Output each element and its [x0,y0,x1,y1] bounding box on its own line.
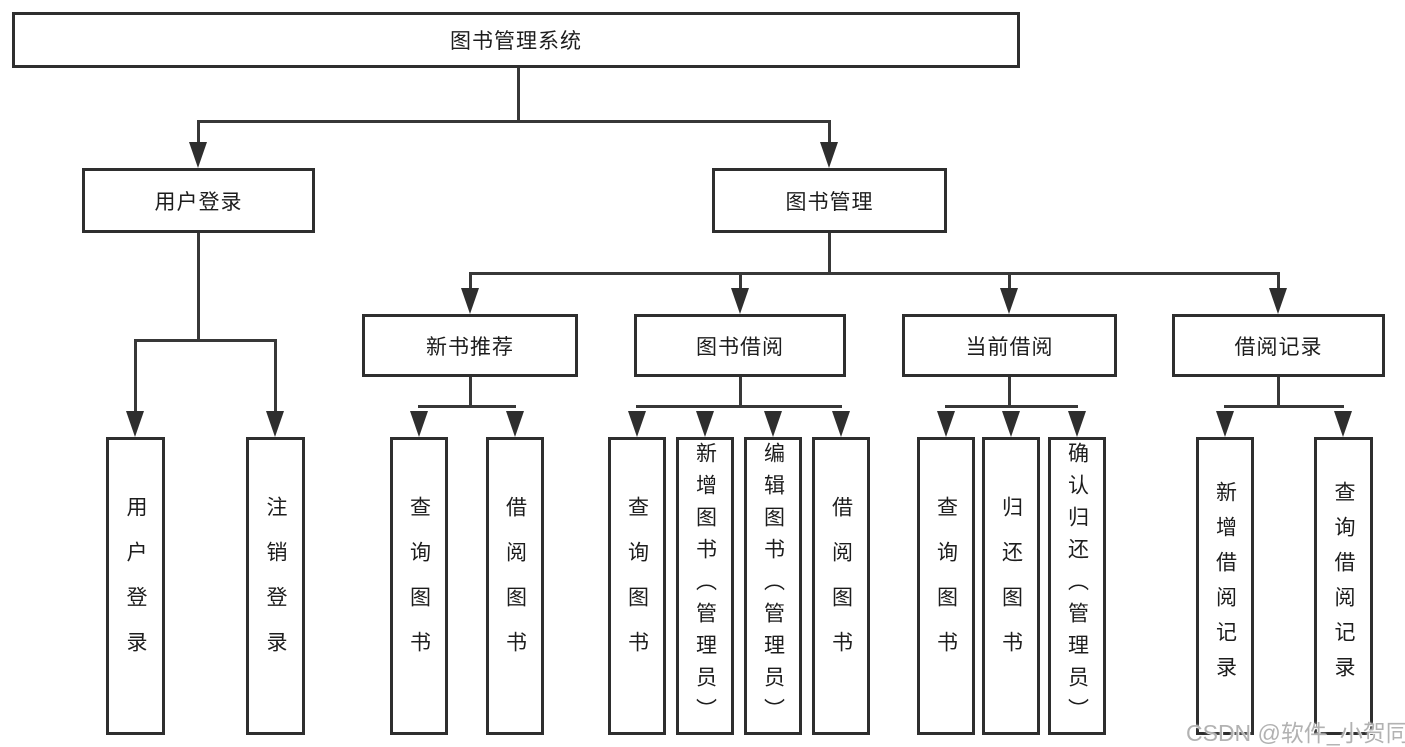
arrowhead-icon [506,411,524,437]
leaf-label: 查询图书 [625,496,649,676]
arrowhead-icon [696,411,714,437]
node-label: 用户登录 [154,190,243,214]
leaf-label: 查询图书 [407,496,431,676]
node-book-management: 图书管理 [712,168,947,233]
leaf-current-return-books: 归还图书 [982,437,1040,735]
arrowhead-icon [1068,411,1086,437]
leaf-recommend-borrow-books: 借阅图书 [486,437,544,735]
arrowhead-icon [410,411,428,437]
leaf-label: 编辑图书（管理员） [761,442,785,730]
connector-stem [1008,377,1011,408]
arrowhead-icon [820,142,838,168]
arrowhead-icon [628,411,646,437]
leaf-borrow-add-books-admin: 新增图书（管理员） [676,437,734,735]
leaf-records-add-record: 新增借阅记录 [1196,437,1254,735]
connector-stem [469,377,472,408]
connector-split [1224,405,1344,408]
leaf-recommend-query-books: 查询图书 [390,437,448,735]
connector-split [197,120,831,123]
leaf-label: 确认归还（管理员） [1065,442,1089,730]
leaf-label: 查询图书 [934,496,958,676]
node-root-library-system: 图书管理系统 [12,12,1020,68]
leaf-borrow-edit-books-admin: 编辑图书（管理员） [744,437,802,735]
arrowhead-icon [1269,288,1287,314]
arrow-shaft [469,272,472,292]
node-current-borrow: 当前借阅 [902,314,1117,377]
connector-stem [517,68,520,123]
node-label: 图书管理系统 [450,30,582,53]
leaf-label: 借阅图书 [829,496,853,676]
arrow-shaft [1008,272,1011,292]
arrowhead-icon [937,411,955,437]
node-label: 图书管理 [785,190,874,214]
leaf-label: 查询借阅记录 [1332,481,1355,691]
arrow-shaft [274,339,277,417]
connector-split [418,405,516,408]
node-borrow-records: 借阅记录 [1172,314,1385,377]
arrowhead-icon [126,411,144,437]
arrowhead-icon [461,288,479,314]
node-label: 借阅记录 [1234,335,1323,359]
arrow-shaft [197,120,200,150]
leaf-records-query-record: 查询借阅记录 [1314,437,1373,735]
leaf-borrow-query-books: 查询图书 [608,437,666,735]
connector-stem [739,377,742,408]
leaf-label: 新增图书（管理员） [693,442,717,730]
arrowhead-icon [266,411,284,437]
arrowhead-icon [1002,411,1020,437]
leaf-current-query-books: 查询图书 [917,437,975,735]
connector-stem [1277,377,1280,408]
leaf-label: 用户登录 [124,496,147,676]
connector-stem [197,233,200,342]
arrowhead-icon [1216,411,1234,437]
arrowhead-icon [764,411,782,437]
arrow-shaft [134,339,137,417]
connector-split [636,405,842,408]
arrow-shaft [739,272,742,292]
connector-split [945,405,1078,408]
node-label: 图书借阅 [696,335,784,359]
leaf-label: 归还图书 [999,496,1023,676]
arrowhead-icon [832,411,850,437]
leaf-label: 借阅图书 [503,496,527,676]
node-label: 当前借阅 [965,335,1054,359]
connector-stem [828,233,831,275]
connector-split [134,339,277,342]
node-user-login: 用户登录 [82,168,315,233]
leaf-user-login: 用户登录 [106,437,165,735]
arrowhead-icon [731,288,749,314]
arrowhead-icon [189,142,207,168]
connector-split [469,272,1279,275]
arrow-shaft [1277,272,1280,292]
leaf-label: 新增借阅记录 [1213,481,1237,691]
leaf-current-confirm-return-admin: 确认归还（管理员） [1048,437,1106,735]
leaf-label: 注销登录 [264,496,287,676]
arrowhead-icon [1000,288,1018,314]
leaf-borrow-borrow-books: 借阅图书 [812,437,870,735]
arrow-shaft [828,120,831,150]
node-label: 新书推荐 [426,335,514,359]
node-new-book-recommend: 新书推荐 [362,314,578,377]
arrowhead-icon [1334,411,1352,437]
leaf-logout: 注销登录 [246,437,305,735]
node-book-borrow: 图书借阅 [634,314,846,377]
csdn-watermark: CSDN @软件_小贺同学 [1186,720,1405,746]
